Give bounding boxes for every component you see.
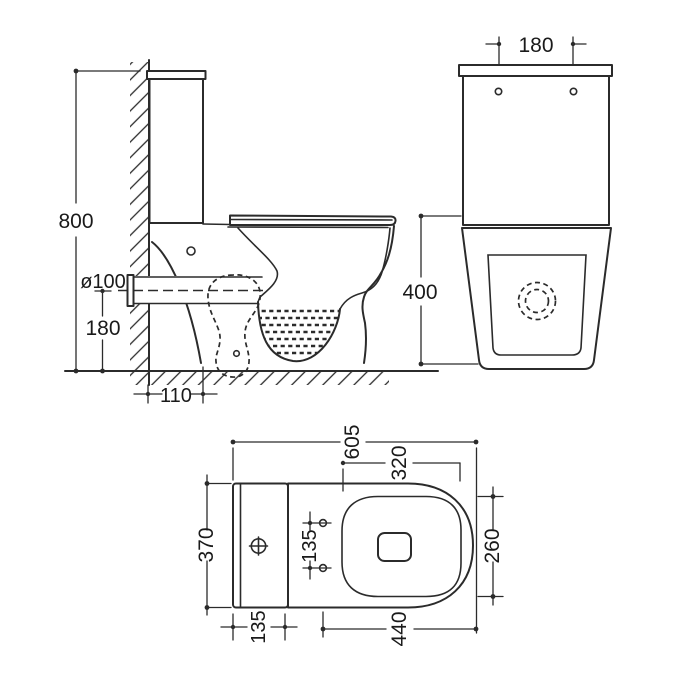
inlet-symbol [248, 536, 269, 556]
flush-outlet-hole [377, 532, 412, 562]
dim-tank-depth: 135 [220, 610, 298, 644]
dim-opening-width: 260 [477, 486, 504, 606]
dim-bolt-to-front: 440 [320, 611, 479, 647]
dim-label-370: 370 [195, 527, 218, 562]
tank-front [462, 75, 610, 226]
rim-line [227, 226, 389, 229]
seat-side [227, 214, 397, 229]
fixing-hole-side [232, 349, 241, 358]
dim-label-400: 400 [402, 281, 437, 304]
front-view: 180 400 [402, 34, 613, 370]
base-front [461, 227, 612, 370]
dim-label-110: 110 [160, 385, 192, 407]
dim-overall-height: 800 [58, 68, 141, 374]
dim-bolt-spacing: 135 [299, 511, 332, 580]
tank-lid-front [458, 64, 613, 77]
right-fixing-hole [569, 87, 578, 96]
dim-outlet-setout: 110 [133, 366, 218, 407]
bowl-back-wall [237, 227, 279, 303]
base-recess-panel [487, 254, 587, 356]
outlet-pipe [118, 274, 266, 307]
water-fill [258, 309, 340, 355]
outlet-circle-inner [524, 288, 550, 314]
tank-lid-side [146, 70, 207, 80]
dim-label-260: 260 [481, 528, 504, 563]
dim-label-135-bolts: 135 [299, 529, 321, 562]
dim-hole-spacing: 180 [485, 34, 587, 66]
left-fixing-hole [494, 87, 503, 96]
dim-label-605: 605 [341, 424, 364, 459]
dim-label-320: 320 [388, 445, 411, 480]
dim-label-outlet-diameter: ø100 [80, 271, 126, 293]
tank-seat-joint [202, 223, 231, 226]
bowl-front-inner-wall [339, 227, 391, 310]
dim-label-440: 440 [388, 611, 411, 646]
dim-opening-length: 320 [340, 445, 461, 492]
dim-bowl-height: 400 [402, 213, 479, 367]
bowl-front-outer-profile [361, 225, 395, 364]
seat-opening [341, 495, 462, 598]
outlet-circle-outer [517, 281, 557, 321]
plan-view: 605 320 370 260 [195, 424, 504, 646]
dim-label-180-front: 180 [518, 34, 553, 57]
dim-overall-length: 605 [230, 424, 479, 634]
dim-overall-width: 370 [195, 474, 232, 616]
side-view: 800 ø100 180 110 [58, 59, 439, 407]
dim-label-135-tank: 135 [248, 610, 270, 643]
tank-side [148, 78, 204, 224]
supply-hole [186, 246, 196, 256]
floor-hatch [149, 371, 389, 385]
wall-hatch [130, 62, 149, 385]
dim-label-800: 800 [58, 210, 93, 233]
dim-label-outlet-height: 180 [85, 317, 120, 340]
dim-outlet: ø100 180 [80, 271, 126, 374]
